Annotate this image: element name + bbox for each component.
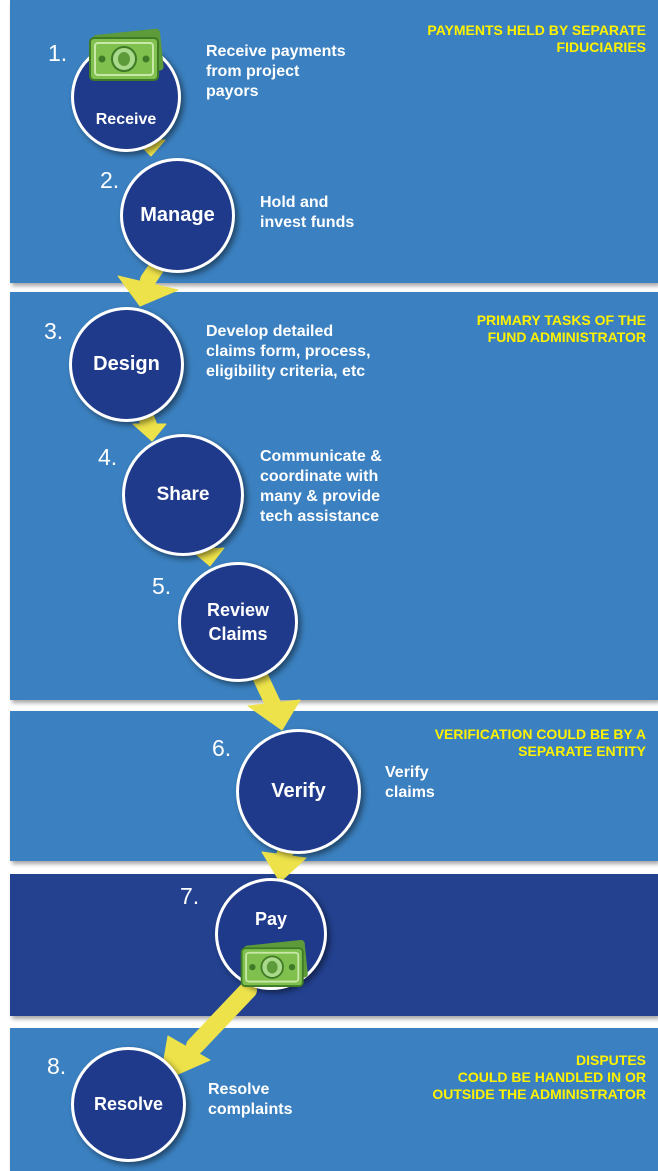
step-8-label: Resolve [93, 1094, 164, 1114]
step-1-description: Receive payments from project payors [206, 43, 346, 100]
step-3-label: Design [93, 353, 160, 375]
note-payments: PAYMENTS HELD BY SEPARATE FIDUCIARIES [427, 22, 646, 55]
arrowhead-3-to-4 [132, 423, 167, 442]
step-4-circle: Share [122, 434, 244, 556]
step-2-description: Hold and invest funds [260, 194, 355, 231]
step-2-number: 2. [100, 167, 120, 193]
money-icon [89, 28, 164, 81]
step-5-number: 5. [152, 573, 172, 599]
step-5-label: Review Claims [206, 600, 270, 644]
step-8-circle: Resolve [71, 1047, 186, 1162]
step-4-description: Communicate & coordinate with many & pro… [260, 448, 382, 525]
step-3-description: Develop detailed claims form, process, e… [206, 323, 371, 380]
step-3-number: 3. [44, 318, 64, 344]
step-3-circle: Design [69, 307, 184, 422]
step-4-label: Share [156, 484, 210, 505]
step-1-label: Receive [95, 111, 157, 128]
arrowhead-5-to-6 [247, 699, 301, 731]
step-8-description: Resolve complaints [208, 1081, 293, 1118]
step-8-number: 8. [47, 1053, 67, 1079]
step-6-number: 6. [212, 735, 232, 761]
step-2-circle: Manage [120, 158, 235, 273]
money-icon [240, 939, 308, 987]
step-7-number: 7. [180, 883, 200, 909]
step-6-circle: Verify [236, 729, 361, 854]
arrow-7-to-8 [186, 981, 257, 1055]
panel-pay [10, 874, 658, 1016]
step-7-label: Pay [254, 909, 288, 929]
step-6-description: Verify claims [385, 764, 435, 801]
note-primary-tasks: PRIMARY TASKS OF THE FUND ADMINISTRATOR [476, 312, 646, 345]
arrowhead-2-to-3 [117, 275, 179, 307]
arrowhead-6-to-7 [261, 851, 307, 883]
step-1-number: 1. [48, 40, 68, 66]
note-verification: VERIFICATION COULD BE BY A SEPARATE ENTI… [434, 726, 646, 759]
step-6-label: Verify [271, 780, 326, 802]
note-disputes: DISPUTES COULD BE HANDLED IN OR OUTSIDE … [432, 1052, 646, 1102]
arrow-5-to-6 [250, 664, 282, 714]
step-4-number: 4. [98, 444, 118, 470]
step-5-circle: Review Claims [178, 562, 298, 682]
step-2-label: Manage [140, 204, 215, 226]
